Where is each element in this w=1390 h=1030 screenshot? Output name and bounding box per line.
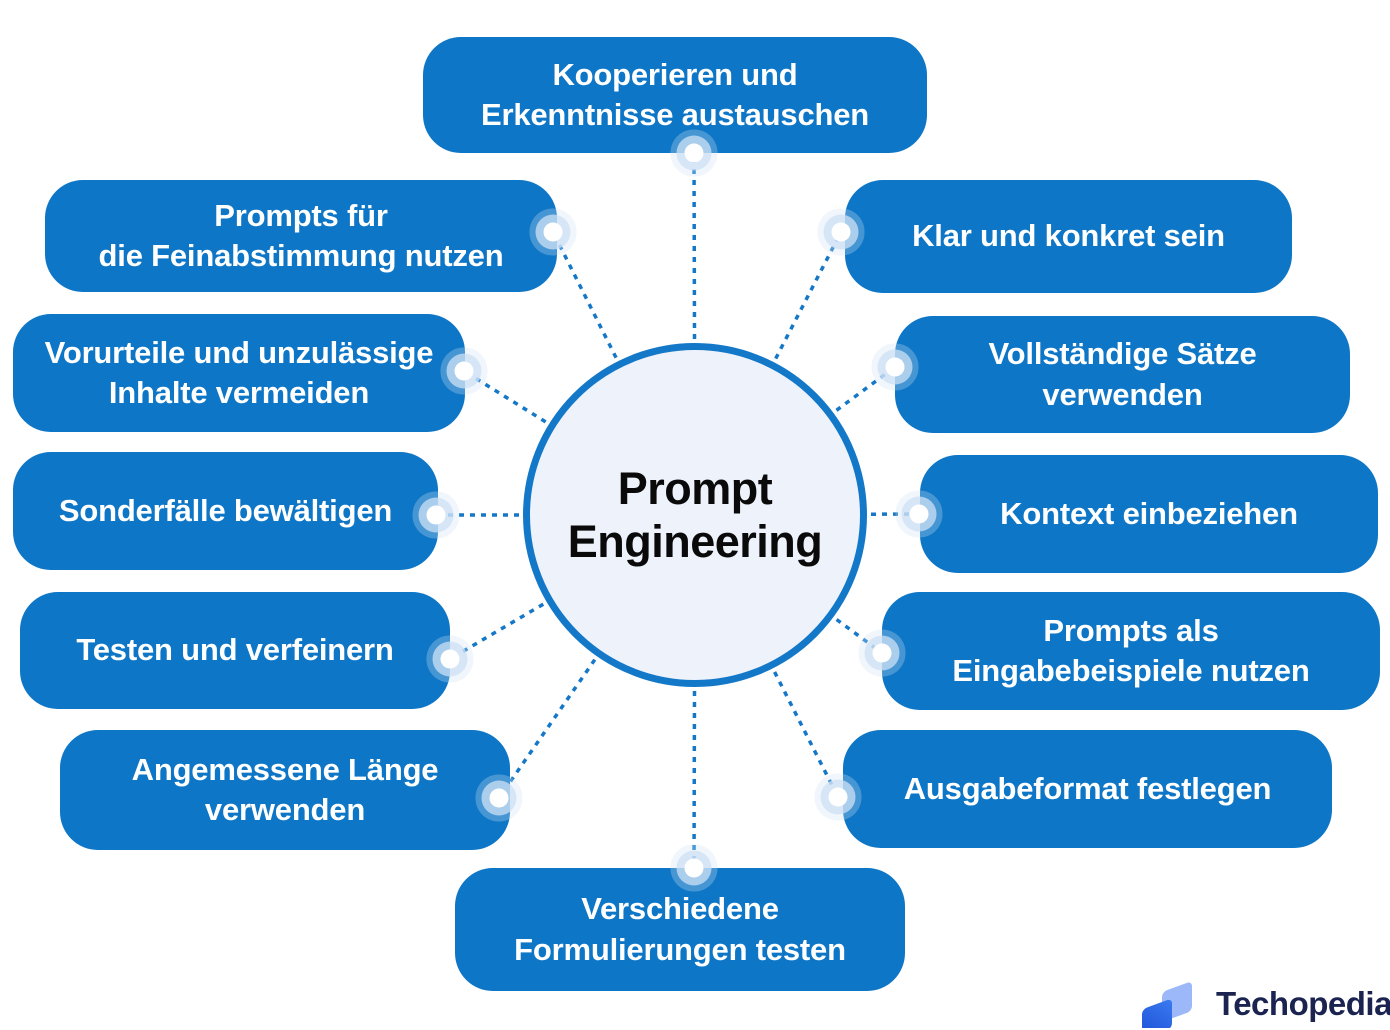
connector-dot (426, 505, 446, 525)
node-label: Verschiedene Formulierungen testen (514, 891, 846, 967)
connector-dot (489, 788, 509, 808)
node-label: Kontext einbeziehen (1000, 495, 1298, 531)
node-pill-vollstaendige: Vollständige Sätze verwenden (895, 316, 1350, 433)
connector-dot (684, 858, 704, 878)
node-label: Testen und verfeinern (76, 632, 394, 668)
connector-dot (885, 357, 905, 377)
connector-dot (872, 643, 892, 663)
node-label: Vorurteile und unzulässige Inhalte verme… (44, 334, 434, 410)
node-pill-klar: Klar und konkret sein (845, 180, 1292, 293)
connector-dot (684, 143, 704, 163)
node-pill-kontext: Kontext einbeziehen (920, 455, 1378, 573)
node-pill-testen: Testen und verfeinern (20, 592, 450, 709)
connector-dot (831, 222, 851, 242)
center-topic-label: Prompt Engineering (567, 462, 823, 567)
node-pill-prompts-fuer: Prompts für die Feinabstimmung nutzen (45, 180, 557, 292)
connector-dot (543, 222, 563, 242)
node-pill-prompts-als: Prompts als Eingabebeispiele nutzen (882, 592, 1380, 710)
connector-dot (909, 504, 929, 524)
techopedia-wordmark: Techopedia (1216, 985, 1390, 1022)
center-topic-circle: Prompt Engineering (523, 343, 867, 687)
connector-line (692, 152, 697, 516)
node-label: Angemessene Länge verwenden (131, 751, 439, 827)
node-pill-ausgabeformat: Ausgabeformat festlegen (843, 730, 1332, 848)
connector-dot (828, 787, 848, 807)
connector-dot (454, 361, 474, 381)
node-label: Sonderfälle bewältigen (58, 492, 393, 528)
node-label: Ausgabeformat festlegen (903, 770, 1272, 806)
node-label: Vollständige Sätze verwenden (988, 336, 1257, 412)
node-label: Prompts als Eingabebeispiele nutzen (952, 612, 1310, 688)
node-pill-kooperieren: Kooperieren und Erkenntnisse austauschen (423, 37, 927, 153)
node-pill-angemessene: Angemessene Länge verwenden (60, 730, 510, 850)
techopedia-logo-icon (1142, 982, 1192, 1028)
connector-line (693, 231, 843, 516)
node-label: Prompts für die Feinabstimmung nutzen (98, 197, 504, 273)
node-pill-vorurteile: Vorurteile und unzulässige Inhalte verme… (13, 314, 465, 432)
connector-dot (440, 649, 460, 669)
techopedia-logo: Techopedia (1140, 980, 1390, 1028)
node-pill-sonderfaelle: Sonderfälle bewältigen (13, 452, 438, 570)
node-pill-verschiedene: Verschiedene Formulierungen testen (455, 868, 905, 991)
node-label: Klar und konkret sein (912, 218, 1225, 254)
node-label: Kooperieren und Erkenntnisse austauschen (480, 56, 869, 132)
